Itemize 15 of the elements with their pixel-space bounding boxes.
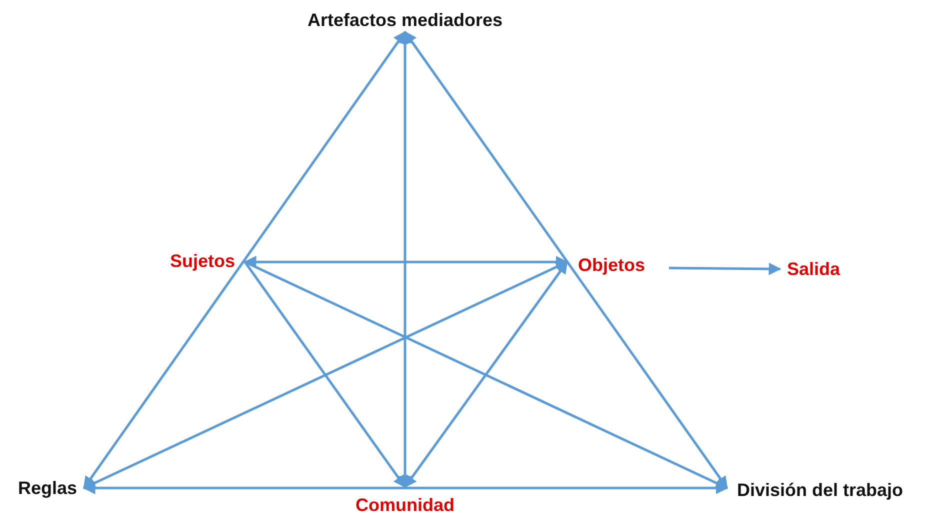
arrow bbox=[82, 482, 728, 494]
arrow bbox=[668, 262, 782, 276]
arrow bbox=[404, 30, 728, 490]
node-label: Reglas bbox=[18, 477, 78, 499]
arrow bbox=[244, 260, 728, 490]
node-label: Comunidad bbox=[356, 494, 454, 513]
node-label: Sujetos bbox=[170, 250, 236, 272]
arrow bbox=[244, 256, 568, 268]
node-label: Objetos bbox=[578, 254, 646, 276]
arrow bbox=[82, 30, 406, 490]
arrow bbox=[404, 260, 568, 488]
node-label: División del trabajo bbox=[737, 479, 904, 501]
arrow bbox=[244, 261, 406, 488]
node-label: Salida bbox=[787, 258, 840, 280]
node-label: Artefactos mediadores bbox=[308, 9, 503, 31]
